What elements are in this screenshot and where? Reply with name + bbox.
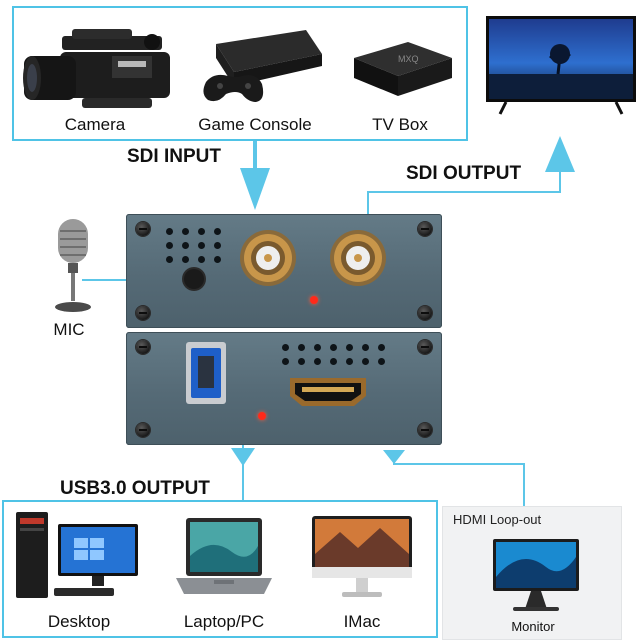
sdi-input-heading: SDI INPUT: [127, 146, 221, 167]
sdi-panel: [126, 214, 442, 328]
screw-icon: [418, 423, 432, 437]
hdmi-loop-box: HDMI Loop-out Monitor: [442, 506, 622, 640]
hdmi-loop-line: [393, 450, 525, 506]
usb-output-frame: [2, 500, 438, 638]
screw-icon: [418, 340, 432, 354]
device-label-desktop: Desktop: [47, 612, 111, 631]
monitor-icon: [493, 539, 579, 611]
hdmi-loop-title: HDMI Loop-out: [453, 512, 542, 527]
usb-output-heading: USB3.0 OUTPUT: [60, 478, 210, 499]
tv-box-icon: MXQ: [354, 42, 452, 96]
tv-icon: [486, 16, 636, 115]
desktop-icon: [16, 512, 138, 598]
sdi-in-bnc-connector[interactable]: [238, 228, 298, 288]
imac-icon: [312, 516, 412, 597]
screw-icon: [136, 306, 150, 320]
screw-icon: [136, 222, 150, 236]
device-label-camera: Camera: [64, 115, 126, 134]
sdi-output-arrow: [545, 136, 575, 172]
usb3-port[interactable]: [186, 342, 226, 404]
sdi-input-arrow: [240, 168, 270, 210]
camera-icon: [23, 29, 170, 108]
monitor-label: Monitor: [511, 619, 555, 634]
device-label-game-console: Game Console: [198, 115, 312, 134]
sdi-output-heading: SDI OUTPUT: [406, 163, 522, 184]
screw-icon: [136, 340, 150, 354]
screw-icon: [136, 423, 150, 437]
usb-output-arrow: [231, 448, 255, 466]
screw-icon: [418, 306, 432, 320]
mic-label: MIC: [53, 320, 85, 339]
usb-panel: [126, 332, 442, 445]
microphone-icon: [55, 219, 91, 312]
screw-icon: [418, 222, 432, 236]
hdmi-loop-arrow: [383, 450, 405, 464]
game-console-icon: [203, 30, 322, 102]
device-label-laptop: Laptop/PC: [183, 612, 265, 631]
tv-box-brand: MXQ: [398, 54, 419, 64]
device-label-imac: IMac: [343, 612, 381, 631]
mic-jack[interactable]: [184, 269, 204, 289]
laptop-icon: [176, 518, 272, 594]
sdi-input-frame: [12, 6, 468, 141]
led-indicator: [258, 412, 266, 420]
hdmi-port[interactable]: [288, 376, 368, 408]
sdi-out-bnc-connector[interactable]: [328, 228, 388, 288]
led-indicator: [310, 296, 318, 304]
sdi-output-line: [367, 170, 561, 215]
device-label-tv-box: TV Box: [372, 115, 428, 134]
